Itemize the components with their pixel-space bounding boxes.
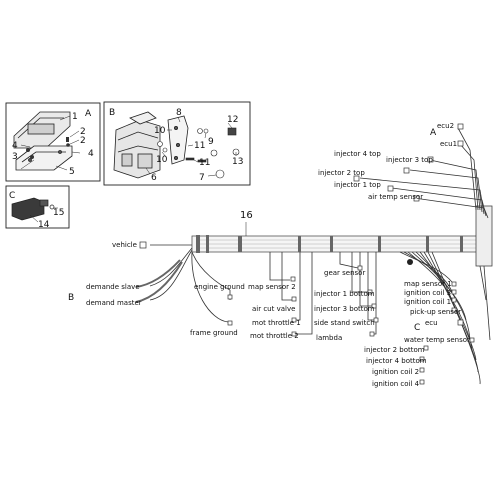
label-injector-3-bottom: injector 3 bottom xyxy=(314,305,375,313)
sensor-module-drawing xyxy=(11,197,55,221)
callout-7: 7 xyxy=(199,173,205,183)
label-mot-throttle-1: mot throttle 1 xyxy=(252,319,301,327)
label-demand-master: demand master xyxy=(86,299,142,307)
label-injector-1-bottom: injector 1 bottom xyxy=(314,290,375,298)
label-mot-throttle-2: mot throttle 2 xyxy=(250,332,299,340)
ecu-unit-drawing xyxy=(13,111,73,171)
panel-a-screws xyxy=(26,137,70,159)
label-water-temp-sensor: water temp sensor xyxy=(404,336,470,344)
label-ecu1: ecu1 xyxy=(440,140,457,148)
callout-9: 9 xyxy=(208,137,214,147)
label-air-temp-sensor: air temp sensor xyxy=(368,193,423,201)
label-ignition-coil-1: ignition coil 1 xyxy=(404,298,451,306)
label-injector-4-bottom: injector 4 bottom xyxy=(366,357,427,365)
panel-b: B xyxy=(103,101,251,186)
section-letter-b: B xyxy=(68,293,74,303)
label-air-cut-valve: air cut valve xyxy=(252,305,295,313)
panel-c: C 15 14 xyxy=(5,185,70,230)
ecu-end-block xyxy=(475,205,493,267)
trunk-texture xyxy=(196,239,480,249)
callout-4a: 4 xyxy=(12,141,18,151)
callout-2a: 2 xyxy=(80,127,86,137)
section-letter-a: A xyxy=(430,128,437,138)
panel-b-leaders xyxy=(145,116,237,177)
label-ignition-coil-3: ignition coil 3 xyxy=(404,289,451,297)
main-harness xyxy=(135,127,493,385)
label-engine-ground: engine ground xyxy=(194,283,245,291)
label-gear-sensor: gear sensor xyxy=(324,269,365,277)
panel-c-leaders xyxy=(29,207,58,223)
callout-8: 8 xyxy=(176,108,182,118)
harness-number: 16 xyxy=(240,210,253,221)
section-letter-c: C xyxy=(414,323,420,333)
label-injector-3-top: injector 3 top xyxy=(386,156,433,164)
callout-13: 13 xyxy=(232,157,243,167)
callout-2b: 2 xyxy=(80,136,86,146)
label-demande-slave: demande slave xyxy=(86,283,140,291)
panel-a: A 1 2 2 3 4 xyxy=(5,102,101,182)
label-injector-4-top: injector 4 top xyxy=(334,150,381,158)
callout-3: 3 xyxy=(12,152,18,162)
label-injector-2-top: injector 2 top xyxy=(318,169,365,177)
label-lambda: lambda xyxy=(316,334,342,342)
bracket-drawing xyxy=(167,115,189,165)
callout-10a: 10 xyxy=(154,126,166,136)
callout-12: 12 xyxy=(227,115,238,125)
callout-15: 15 xyxy=(53,208,64,218)
panel-a-leaders xyxy=(20,115,81,171)
panel-c-letter: C xyxy=(9,191,15,201)
actuator-unit-drawing xyxy=(113,111,161,179)
panel-a-letter: A xyxy=(85,109,92,119)
panel-b-letter: B xyxy=(109,108,115,118)
label-side-stand-switch: side stand switch xyxy=(314,319,375,327)
demand-cable-ribbons xyxy=(135,259,183,303)
label-map-sensor-1: map sensor 1 xyxy=(404,280,452,288)
trunk-bands xyxy=(196,235,463,253)
callout-6: 6 xyxy=(151,173,157,183)
callout-11a: 11 xyxy=(194,141,205,151)
label-frame-ground: frame ground xyxy=(190,329,238,337)
label-vehicle: vehicle xyxy=(112,241,137,249)
callout-11b: 11 xyxy=(199,158,210,168)
label-injector-2-bottom: injector 2 bottom xyxy=(364,346,425,354)
label-ecu: ecu xyxy=(425,319,438,327)
connector-stubs xyxy=(139,123,475,385)
label-injector-1-top: injector 1 top xyxy=(334,181,381,189)
label-ecu2: ecu2 xyxy=(437,122,454,130)
callout-4b: 4 xyxy=(88,149,94,159)
label-pick-up-sensor: pick-up sensor xyxy=(410,308,461,316)
label-ignition-coil-2: ignition coil 2 xyxy=(372,368,419,376)
callout-14: 14 xyxy=(38,220,50,230)
label-map-sensor-2: map sensor 2 xyxy=(248,283,296,291)
panel-b-hardware xyxy=(157,127,240,179)
callout-5: 5 xyxy=(69,167,75,177)
label-ignition-coil-4: ignition coil 4 xyxy=(372,380,420,388)
callout-10b: 10 xyxy=(156,155,168,165)
callout-1: 1 xyxy=(72,112,78,122)
connector-labels: vehicle demande slave demand master engi… xyxy=(86,122,470,388)
